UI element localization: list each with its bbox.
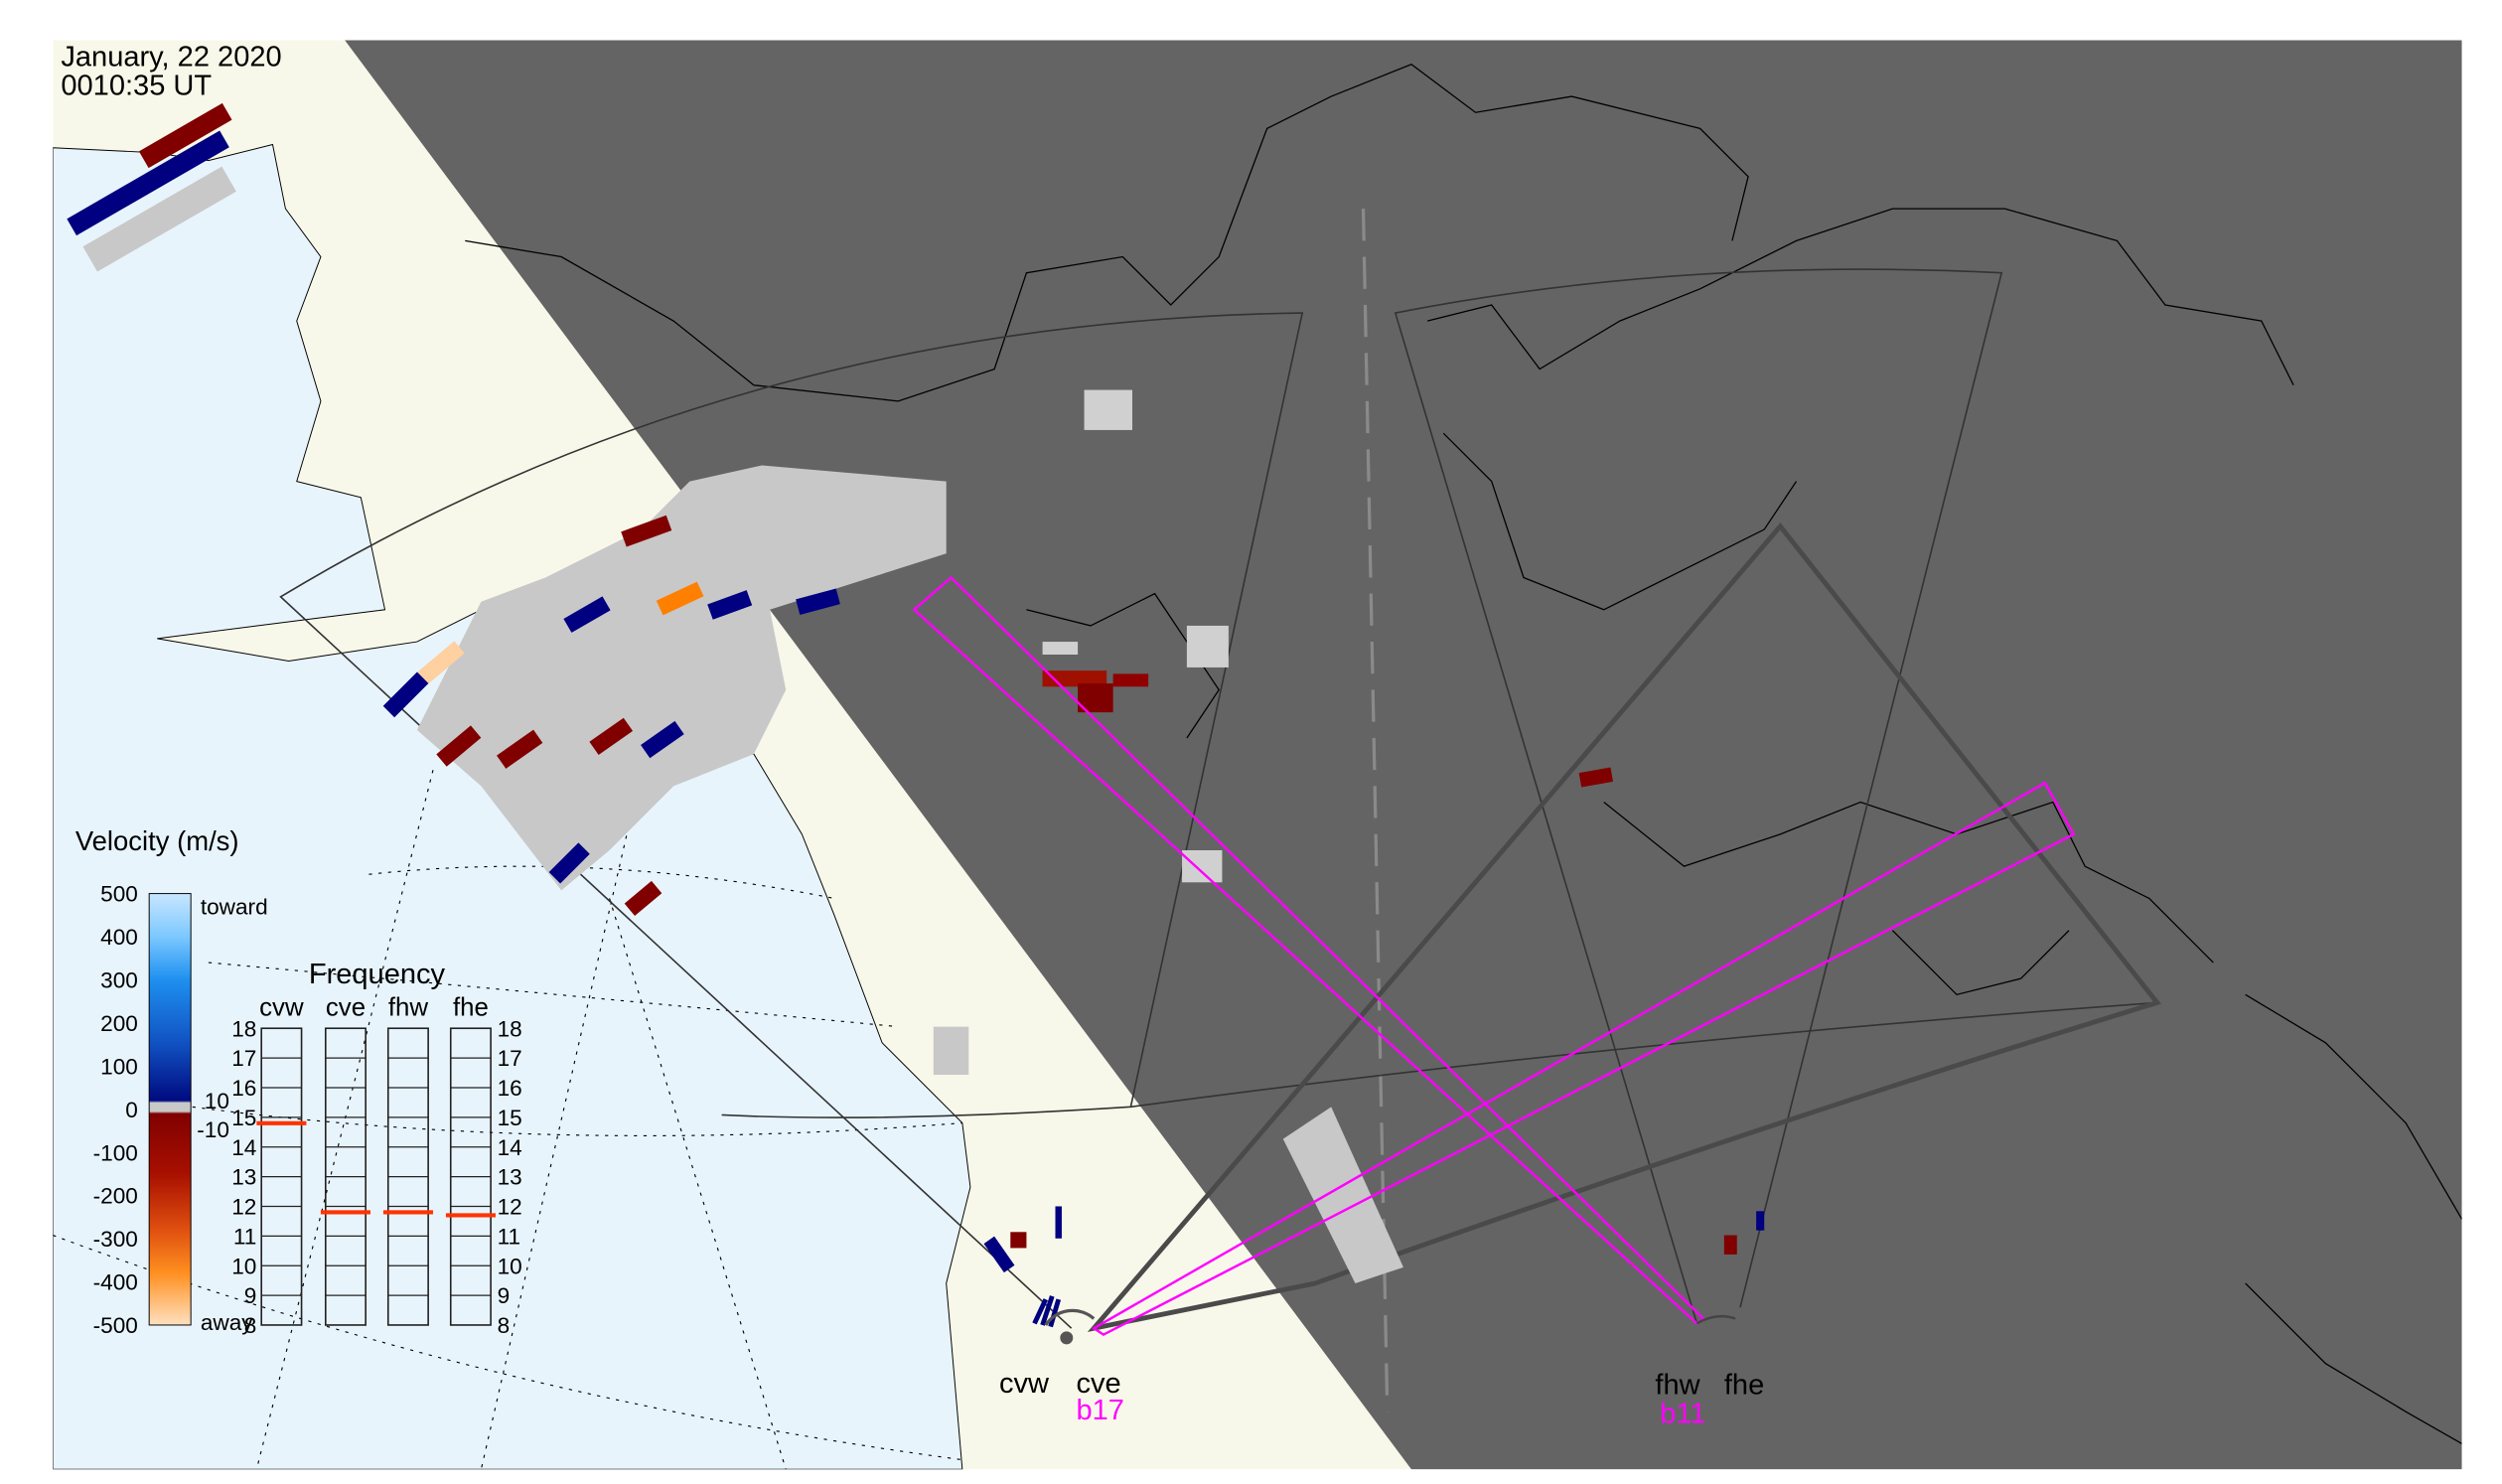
freq-column-label-fhe: fhe xyxy=(453,993,489,1021)
time-label: 0010:35 UT xyxy=(61,70,212,101)
freq-tick-right: 16 xyxy=(498,1076,522,1101)
frequency-title: Frequency xyxy=(309,959,446,990)
cv-radar-site xyxy=(1044,1308,1096,1326)
freq-tick-right: 11 xyxy=(498,1224,520,1249)
colorbar-tick: 0 xyxy=(125,1098,138,1122)
colorbar-tick: 300 xyxy=(100,968,138,993)
radar-label-cvw: cvw xyxy=(999,1368,1050,1400)
freq-tick-right: 14 xyxy=(498,1135,522,1160)
freq-tick-right: 8 xyxy=(498,1313,511,1338)
freq-tick-right: 18 xyxy=(498,1016,522,1041)
freq-column-label-cvw: cvw xyxy=(259,993,304,1021)
freq-tick-left: 9 xyxy=(244,1283,257,1308)
colorbar-toward: toward xyxy=(201,895,268,920)
colorbar-tick: 200 xyxy=(100,1011,138,1036)
colorbar-gradient xyxy=(148,893,192,1326)
freq-tick-left: 15 xyxy=(231,1106,256,1130)
beam-label-b11: b11 xyxy=(1660,1398,1705,1429)
date-label: January, 22 2020 xyxy=(61,41,281,73)
freq-tick-right: 17 xyxy=(498,1046,522,1071)
freq-tick-left: 16 xyxy=(231,1076,256,1101)
colorbar-tick: -100 xyxy=(93,1140,138,1165)
terminator-line xyxy=(1361,209,1390,1412)
cv-site-dot xyxy=(1060,1331,1074,1345)
freq-tick-left: 18 xyxy=(231,1016,256,1041)
colorbar-gs-upper: 10 xyxy=(205,1089,229,1113)
scatter-data xyxy=(67,102,1765,1328)
colorbar-gs-lower: -10 xyxy=(197,1117,229,1142)
colorbar-away: away xyxy=(201,1310,253,1335)
colorbar-tick: 500 xyxy=(100,882,138,907)
freq-tick-left: 17 xyxy=(231,1046,256,1071)
radar-label-fhe: fhe xyxy=(1724,1369,1764,1401)
colorbar-tick: -500 xyxy=(93,1313,138,1338)
night-shading xyxy=(345,40,2462,1470)
colorbar-title: Velocity (m/s) xyxy=(75,825,239,856)
fov-outlines xyxy=(279,268,2157,1329)
freq-tick-left: 8 xyxy=(244,1313,257,1338)
beam-label-b17: b17 xyxy=(1076,1395,1123,1426)
velocity-colorbar: Velocity (m/s) 500 400 300 200 100 0 -100 -200 -… xyxy=(75,825,268,1338)
lat-lon-grid xyxy=(53,770,962,1470)
cve-fov-outline xyxy=(1087,522,2161,1332)
freq-column-label-cve: cve xyxy=(326,993,366,1021)
freq-tick-right: 10 xyxy=(498,1254,522,1278)
freq-column-label-fhw: fhw xyxy=(388,993,429,1021)
freq-tick-right: 9 xyxy=(498,1283,511,1308)
fh-radar-site xyxy=(1695,1314,1736,1325)
freq-tick-left: 14 xyxy=(231,1135,256,1160)
map-area xyxy=(53,40,2462,1470)
colorbar-tick: -300 xyxy=(93,1227,138,1252)
freq-tick-left: 13 xyxy=(231,1165,256,1190)
freq-tick-right: 12 xyxy=(498,1195,522,1220)
colorbar-tick: 100 xyxy=(100,1054,138,1079)
colorbar-tick: -400 xyxy=(93,1270,138,1295)
freq-tick-left: 11 xyxy=(233,1224,256,1249)
freq-tick-right: 13 xyxy=(498,1165,522,1190)
colorbar-tick: 400 xyxy=(100,925,138,950)
freq-tick-right: 15 xyxy=(498,1106,522,1130)
radar-label-cve: cve xyxy=(1076,1368,1120,1400)
freq-tick-left: 12 xyxy=(231,1195,256,1220)
freq-tick-left: 10 xyxy=(231,1254,256,1278)
radar-label-fhw: fhw xyxy=(1655,1369,1700,1401)
colorbar-tick: -200 xyxy=(93,1184,138,1209)
cve-beam-b17 xyxy=(1091,781,2076,1337)
